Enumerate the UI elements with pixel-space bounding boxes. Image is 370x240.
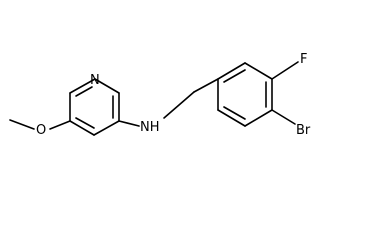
bond-c3-c4: [69, 120, 95, 136]
bond-c-f: [271, 61, 299, 80]
atom-label-methoxy-o: O: [36, 123, 46, 138]
amine-linker: [118, 78, 219, 127]
bond-c6-n: [94, 78, 120, 94]
bond-b5-b6: [217, 109, 246, 127]
atom-label-amine-nh: NH: [140, 120, 160, 135]
halogen-substituents: [271, 61, 299, 125]
double-bond-b5-b6: [223, 106, 246, 120]
bond-b2-b3: [244, 62, 273, 80]
methoxy-group: [9, 119, 71, 130]
atom-label-bromine: Br: [296, 123, 311, 138]
bond-n-c2: [69, 78, 96, 94]
bond-b4-b5: [244, 109, 273, 127]
structure-diagram: N NH O F Br: [9, 52, 311, 138]
bond-c-br-stub: [271, 109, 296, 125]
double-bond-c3-c4: [75, 117, 95, 129]
benzene-ring: [217, 62, 273, 127]
bond-c-nh: [118, 120, 140, 127]
pyridine-ring: [69, 78, 120, 136]
bond-nh-ch2: [163, 91, 195, 119]
bond-ch2-ring: [193, 78, 219, 93]
double-bond-b1-b2: [223, 69, 246, 83]
bond-c-o: [49, 120, 71, 130]
bond-b1-b2: [217, 62, 246, 80]
double-bond-n-c2: [75, 86, 93, 97]
bond-o-ch3: [9, 119, 35, 130]
molecule-svg: N NH O F Br: [9, 52, 311, 138]
bond-c4-c5: [93, 120, 120, 136]
atom-label-pyridine-n: N: [90, 73, 100, 88]
atom-label-fluorine: F: [300, 52, 307, 67]
